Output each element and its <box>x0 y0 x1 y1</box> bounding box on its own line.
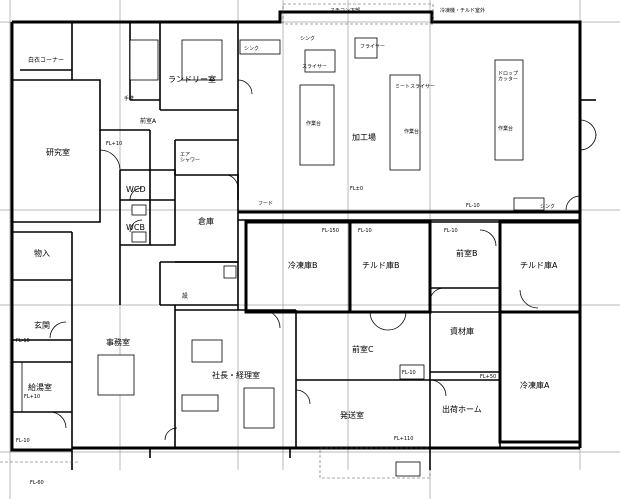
svg-text:ミートスライサー: ミートスライサー <box>395 84 435 90</box>
svg-text:冷凍機・チルド室外: 冷凍機・チルド室外 <box>440 7 485 14</box>
svg-text:FL-10: FL-10 <box>16 338 30 344</box>
svg-text:シンク: シンク <box>540 204 555 210</box>
exit-step <box>395 461 421 477</box>
exec-cabinet <box>243 387 275 429</box>
room-label-laundry: ランドリー室 <box>168 74 216 84</box>
room-label-genkan: 玄関 <box>34 320 50 330</box>
office-table <box>97 354 135 396</box>
room-label-maeshitsu-a: 前室A <box>140 117 157 125</box>
slicer-table <box>304 49 336 73</box>
room-labels: 白衣コーナー 前室A ランドリー室 研究室 エアシャワー WCD WCB 倉庫 … <box>28 56 558 420</box>
svg-text:FL-10: FL-10 <box>16 438 30 444</box>
room-label-reitou-b: 冷凍庫B <box>288 260 318 270</box>
door-swings <box>49 79 581 441</box>
room-label-shukka: 出荷ホーム <box>442 404 482 414</box>
svg-text:作業台: 作業台 <box>306 120 321 127</box>
svg-text:FL+50: FL+50 <box>480 374 496 380</box>
toilet-d <box>131 204 147 216</box>
svg-text:FL+10: FL+10 <box>106 141 122 147</box>
work-table-a <box>299 84 335 166</box>
svg-text:FL-10: FL-10 <box>466 203 480 209</box>
room-label-kako: 加工場 <box>352 132 376 142</box>
svg-text:フライヤー: フライヤー <box>360 44 385 50</box>
svg-text:FL+110: FL+110 <box>394 436 413 442</box>
svg-text:FL-10: FL-10 <box>444 228 458 234</box>
svg-text:FL+10: FL+10 <box>24 394 40 400</box>
room-label-shirasu: 白衣コーナー <box>28 56 64 64</box>
room-label-settei: 設 <box>182 292 188 300</box>
svg-text:FL-60: FL-60 <box>30 480 44 486</box>
exec-desk <box>191 339 223 363</box>
interior-walls <box>12 22 582 448</box>
svg-text:シンク: シンク <box>244 46 259 52</box>
room-label-shizai: 資材庫 <box>450 326 474 336</box>
laundry-machine <box>129 39 159 81</box>
grill-unit <box>354 37 378 59</box>
room-label-maeshitsu-c: 前室C <box>352 344 374 354</box>
room-label-shacho: 社長・経理室 <box>212 370 260 380</box>
svg-text:FL-10: FL-10 <box>358 228 372 234</box>
equipment-box <box>223 265 237 279</box>
svg-text:作業台: 作業台 <box>498 125 513 132</box>
room-label-wc-d: WCD <box>126 185 146 194</box>
fixture-labels: シンク シンク シンク 手洗 スライサー フライヤー ミートスライサー ドロップ… <box>16 7 555 486</box>
room-label-souko: 倉庫 <box>198 216 214 226</box>
svg-text:ドロップカッター: ドロップカッター <box>498 71 518 83</box>
room-label-chilled-a: チルド庫A <box>520 260 558 270</box>
room-label-shinki: 物入 <box>34 248 50 258</box>
fixtures <box>97 37 545 477</box>
upper-right-sink <box>513 197 545 211</box>
meeting-table <box>181 394 219 412</box>
room-label-wc-b: WCB <box>126 223 145 232</box>
svg-text:スチコン下部: スチコン下部 <box>330 7 360 14</box>
room-label-reitou-a: 冷凍庫A <box>520 380 550 390</box>
laundry-shelf <box>181 39 223 81</box>
room-label-jimushitsu: 事務室 <box>106 337 130 347</box>
svg-text:シンク: シンク <box>300 36 315 42</box>
sink-counter <box>239 39 281 55</box>
svg-text:FL-10: FL-10 <box>402 370 416 376</box>
svg-text:フード: フード <box>258 201 273 207</box>
toilet-b <box>131 231 147 243</box>
svg-text:FL±0: FL±0 <box>350 186 363 192</box>
svg-text:作業台: 作業台 <box>404 128 419 135</box>
room-label-air-shower: エアシャワー <box>180 152 200 164</box>
svg-text:スライサー: スライサー <box>302 64 327 70</box>
svg-text:FL-150: FL-150 <box>322 228 339 234</box>
room-label-maeshitsu-b: 前室B <box>456 248 478 258</box>
room-label-chilled-b: チルド庫B <box>362 260 400 270</box>
svg-text:手洗: 手洗 <box>124 95 134 102</box>
loading-counter <box>399 364 425 380</box>
room-label-kyuto: 給湯室 <box>28 382 52 392</box>
room-label-kengyo: 発送室 <box>340 410 364 420</box>
slicer-unit <box>389 74 421 171</box>
drop-cutter-unit <box>494 59 524 161</box>
openings <box>149 99 597 470</box>
room-label-kenkyu: 研究室 <box>46 147 70 157</box>
